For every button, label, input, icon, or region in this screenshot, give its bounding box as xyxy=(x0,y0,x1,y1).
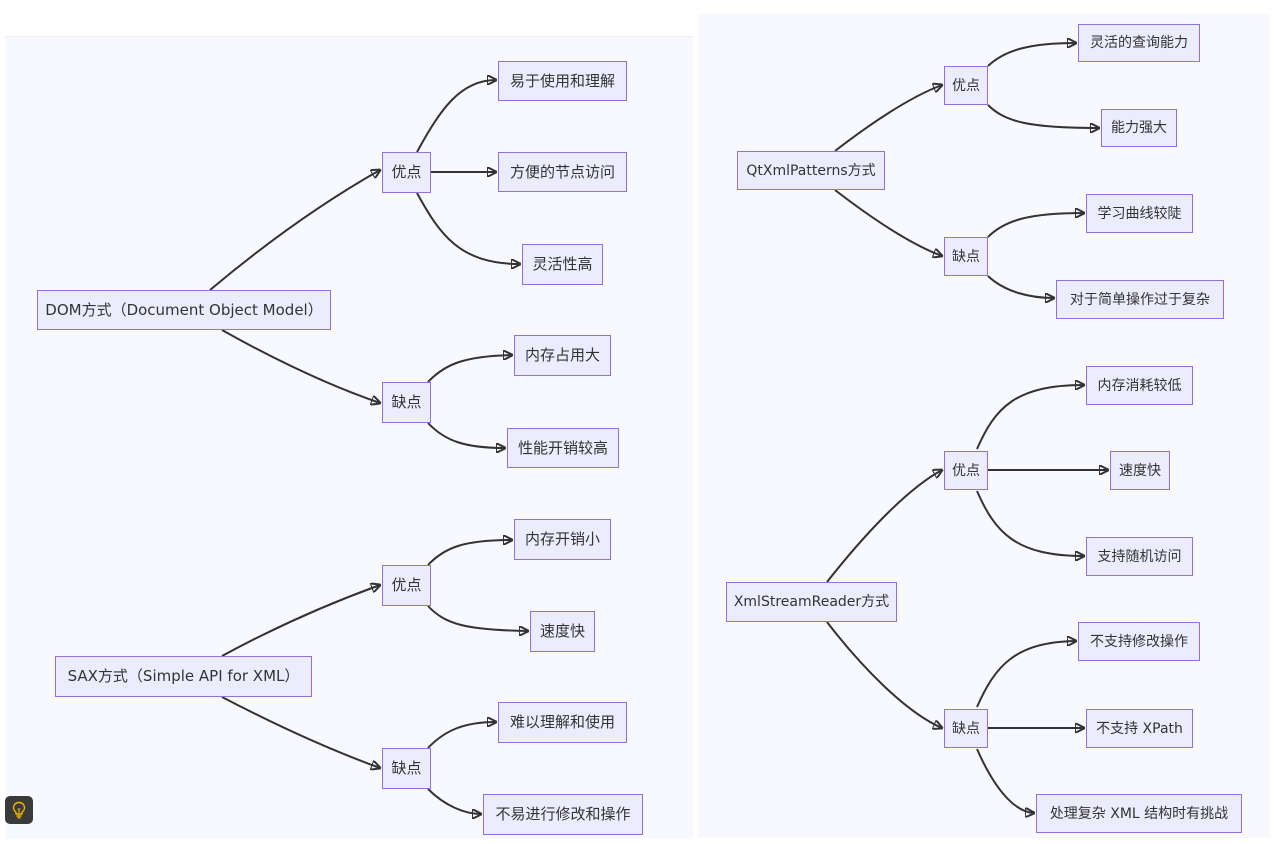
qtxml-cons-item: 对于简单操作过于复杂 xyxy=(1056,280,1224,319)
qtxml-pros-item: 能力强大 xyxy=(1101,109,1177,147)
stream-pros-node: 优点 xyxy=(944,451,988,490)
dom-cons-node: 缺点 xyxy=(382,382,431,423)
dom-cons-item: 内存占用大 xyxy=(514,335,611,376)
stream-pros-item: 速度快 xyxy=(1110,451,1170,490)
stream-cons-item: 处理复杂 XML 结构时有挑战 xyxy=(1036,794,1242,833)
dom-cons-item: 性能开销较高 xyxy=(507,428,619,468)
stream-cons-item: 不支持修改操作 xyxy=(1078,622,1200,661)
sax-root-node: SAX方式（Simple API for XML） xyxy=(55,656,312,697)
sax-cons-item: 难以理解和使用 xyxy=(498,702,627,743)
qtxml-cons-node: 缺点 xyxy=(944,237,988,276)
qtxml-pros-item: 灵活的查询能力 xyxy=(1078,24,1200,62)
stream-pros-item: 内存消耗较低 xyxy=(1086,366,1193,405)
dom-root-node: DOM方式（Document Object Model） xyxy=(37,290,331,330)
stream-pros-item: 支持随机访问 xyxy=(1086,537,1193,576)
qtxml-cons-item: 学习曲线较陡 xyxy=(1086,194,1193,233)
stream-root-node: XmlStreamReader方式 xyxy=(726,582,897,622)
sax-pros-item: 速度快 xyxy=(530,611,595,652)
sax-cons-node: 缺点 xyxy=(382,748,431,789)
lightbulb-icon xyxy=(12,801,26,819)
sax-pros-node: 优点 xyxy=(382,565,431,606)
dom-pros-node: 优点 xyxy=(382,152,431,193)
dom-pros-item: 方便的节点访问 xyxy=(498,152,627,192)
tip-button[interactable] xyxy=(5,796,33,824)
dom-pros-item: 易于使用和理解 xyxy=(498,61,627,101)
stream-cons-node: 缺点 xyxy=(944,709,988,748)
stream-cons-item: 不支持 XPath xyxy=(1086,709,1193,748)
dom-pros-item: 灵活性高 xyxy=(522,244,603,285)
sax-pros-item: 内存开销小 xyxy=(514,519,611,560)
sax-cons-item: 不易进行修改和操作 xyxy=(483,794,643,835)
qtxml-root-node: QtXmlPatterns方式 xyxy=(737,151,885,190)
qtxml-pros-node: 优点 xyxy=(944,66,988,105)
